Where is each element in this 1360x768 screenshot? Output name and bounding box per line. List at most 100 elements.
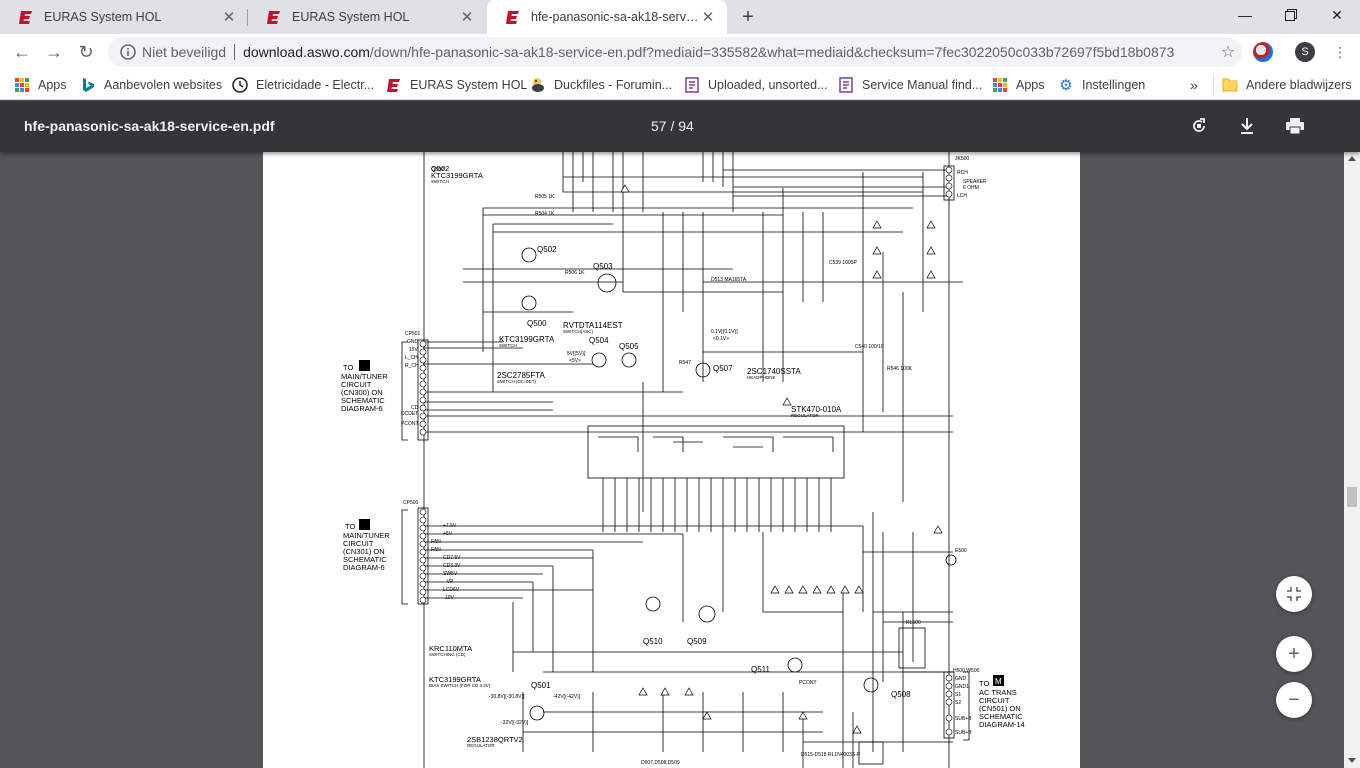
bookmark-eletricidade[interactable]: Eletricidade - Electr... [232,75,374,95]
page-indicator[interactable]: 57 / 94 [651,118,694,134]
download-button[interactable] [1236,115,1258,137]
label-q500-role: SWITCH [499,343,517,348]
euras-icon [18,9,34,25]
pdf-document-area[interactable]: M Q502 Q502 KTC3199GRTA SWITCH Q502 Q503… [0,152,1360,768]
new-tab-button[interactable]: + [736,5,760,29]
bookmarks-more-button[interactable]: » [1190,75,1198,95]
rotate-icon [1193,118,1205,132]
sig-subb: SUB+B [955,716,972,722]
d507-label: D507,D508,D509 [641,760,680,766]
gear-icon: ⚙ [1059,77,1073,94]
volt-label-5: -42V[(-42V)] [553,694,581,700]
vertical-scrollbar[interactable] [1344,152,1360,768]
bookmark-label: Uploaded, unsorted... [708,78,828,92]
label-q509: Q509 [687,637,707,646]
fit-page-button[interactable] [1276,576,1312,612]
address-bar[interactable]: Niet beveiligd download.aswo.com/down/hf… [108,37,1242,67]
restore-button[interactable] [1268,0,1314,30]
label-q503-role: SWITCH(ASC) [563,329,593,334]
scroll-up-icon[interactable] [1348,156,1356,161]
reload-button[interactable]: ↻ [72,38,100,66]
profile-avatar[interactable]: S [1295,42,1315,62]
label-q502-role: SWITCH [431,179,449,184]
label-q508: Q508 [891,690,911,699]
bookmark-label: Duckfiles - Forumin... [554,78,673,92]
sig-pcont: PCONT [401,421,419,427]
r547-label: R547 [679,360,691,366]
volt-label-7: -32V[(-32V)] [501,720,529,726]
label-q510-role: BIAS SWITCH (FOR CD 3.3V) [429,683,491,688]
label-q507-role: HEADPHONE [747,375,776,380]
bookmark-apps[interactable]: Apps [14,75,67,95]
other-bookmarks[interactable]: Andere bladwijzers [1213,75,1352,95]
apps-icon [14,77,30,93]
pdf-filename: hfe-panasonic-sa-ak18-service-en.pdf [24,118,275,134]
bookmark-euras[interactable]: EURAS System HOL [386,75,527,95]
label-q507-part: 2SC1740SSTA [747,367,801,376]
doc-icon [838,77,854,93]
to3-line-5: DIAGRAM-14 [979,720,1025,729]
bookmark-label: Apps [1016,78,1045,92]
bookmark-instellingen[interactable]: ⚙ Instellingen [1058,75,1145,95]
label-q507: Q507 [713,364,733,373]
euras-icon [505,9,521,25]
zoom-in-button[interactable]: + [1276,636,1312,672]
extension-icon[interactable] [1253,42,1273,62]
label-q510-part: KTC3199GRTA [429,675,481,684]
pdf-toolbar: hfe-panasonic-sa-ak18-service-en.pdf 57 … [0,101,1360,152]
sig-gnd1-ac: GND1 [955,684,969,690]
forward-button[interactable]: → [40,38,68,66]
url-text[interactable]: download.aswo.com/down/hfe-panasonic-sa-… [243,44,1214,60]
close-window-button[interactable]: ✕ [1314,0,1360,30]
sig-cd75v: CD7.5V [443,555,461,561]
e500-label: E500 [955,548,967,554]
cp501-label: CP501 [405,331,421,337]
bookmark-duckfiles[interactable]: Duckfiles - Forumin... [530,75,672,95]
pdf-page[interactable]: M Q502 Q502 KTC3199GRTA SWITCH Q502 Q503… [263,152,1080,768]
bookmark-apps-2[interactable]: Apps [992,75,1045,95]
label-q500: Q500 [527,319,547,328]
reload-icon: ↻ [78,41,94,62]
chevron-more-icon: » [1190,77,1198,93]
bookmark-label: EURAS System HOL [410,78,528,92]
security-label[interactable]: Niet beveiligd [142,44,227,60]
bookmark-aanbevolen[interactable]: Aanbevolen websites [80,75,222,95]
info-icon[interactable] [114,44,142,60]
close-icon[interactable]: ✕ [460,9,474,26]
bookmark-label: Apps [38,78,67,92]
bookmark-label: Aanbevolen websites [104,78,223,92]
menu-button[interactable]: ⋮ [1330,42,1350,62]
tab-euras-2[interactable]: EURAS System HOL ✕ [248,0,486,34]
to2-line-1: MAIN/TUNER [343,531,390,540]
bookmark-service-manual[interactable]: Service Manual find... [838,75,982,95]
tab-euras-1[interactable]: EURAS System HOL ✕ [0,0,248,34]
divider [234,44,236,60]
tab-pdf-active[interactable]: hfe-panasonic-sa-ak18-service-e ✕ [487,0,727,34]
sig-lch: L_CH [405,355,418,361]
plus-icon: + [742,5,754,28]
bookmark-star-icon[interactable]: ☆ [1220,44,1236,61]
schematic-diagram: M Q502 Q502 KTC3199GRTA SWITCH Q502 Q503… [341,152,1025,768]
label-q502-part: KTC3199GRTA [431,171,483,180]
sig-cd: CD [411,405,419,411]
bookmark-label: Service Manual find... [862,78,983,92]
cp500-label: CP500 [403,500,419,506]
sig-p5v: +5V [443,531,453,537]
rotate-button[interactable] [1188,115,1210,137]
back-button[interactable]: ← [8,38,36,66]
to3-line-2: CIRCUIT [979,696,1010,705]
bookmark-uploaded[interactable]: Uploaded, unsorted... [684,75,828,95]
minimize-button[interactable]: — [1222,0,1268,30]
scroll-down-icon[interactable] [1348,758,1356,763]
sig-p75v: +7.5V [443,523,457,529]
zoom-out-button[interactable]: − [1276,682,1312,718]
label-q501-role: REGULATOR [467,743,495,748]
scrollbar-thumb[interactable] [1347,487,1357,507]
c540-label: C540 100/10 [855,344,884,350]
sig-dcdet: DCDET [401,411,418,417]
print-button[interactable] [1284,115,1306,137]
bookmark-label: Instellingen [1082,78,1146,92]
close-icon[interactable]: ✕ [222,9,236,26]
close-icon[interactable]: ✕ [701,9,715,26]
label-q500-part: KTC3199GRTA [499,335,555,344]
